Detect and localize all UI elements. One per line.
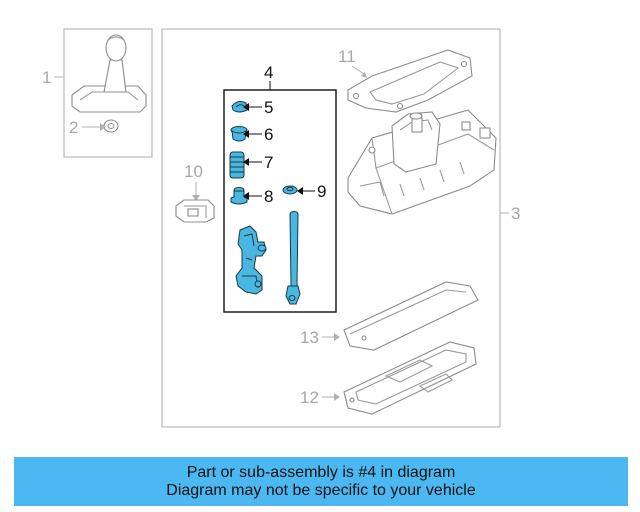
callout-8: 8 <box>264 187 273 206</box>
callout-2: 2 <box>69 118 78 137</box>
bushing-part-6 <box>230 126 248 142</box>
boot-clip-drawing <box>103 119 119 133</box>
callout-13: 13 <box>300 328 319 347</box>
callout-5: 5 <box>264 98 273 117</box>
callout-6: 6 <box>264 125 273 144</box>
shifter-housing-drawing <box>347 109 497 215</box>
callout-9: 9 <box>317 182 326 201</box>
plate-part-13 <box>343 281 479 351</box>
shift-lever-drawing <box>235 225 267 295</box>
knob-boot-frame <box>63 28 153 158</box>
sub-assembly-4-frame <box>223 89 337 313</box>
shift-knob-boot-drawing <box>71 34 147 113</box>
callout-4: 4 <box>264 63 273 82</box>
bracket-part-10 <box>175 199 215 223</box>
callout-10: 10 <box>184 162 203 181</box>
callout-11: 11 <box>338 47 356 66</box>
callout-7: 7 <box>264 153 273 172</box>
washer-part-9 <box>282 185 298 195</box>
banner-line-2: Diagram may not be specific to your vehi… <box>166 481 476 499</box>
spring-part-7 <box>229 151 245 179</box>
info-banner: Part or sub-assembly is #4 in diagram Di… <box>14 457 628 506</box>
shift-rod-drawing <box>285 211 301 305</box>
shifter-assembly-frame <box>161 28 501 428</box>
parts-diagram: 1 2 3 4 5 6 7 8 <box>42 28 520 428</box>
bushing-part-8 <box>230 187 248 205</box>
clip-part-5 <box>231 101 248 113</box>
callout-1: 1 <box>42 68 51 87</box>
base-gasket-part-12 <box>343 341 477 415</box>
cover-plate-part-11 <box>347 49 473 113</box>
banner-line-1: Part or sub-assembly is #4 in diagram <box>186 463 456 481</box>
callout-3: 3 <box>511 204 520 223</box>
callout-12: 12 <box>300 388 319 407</box>
